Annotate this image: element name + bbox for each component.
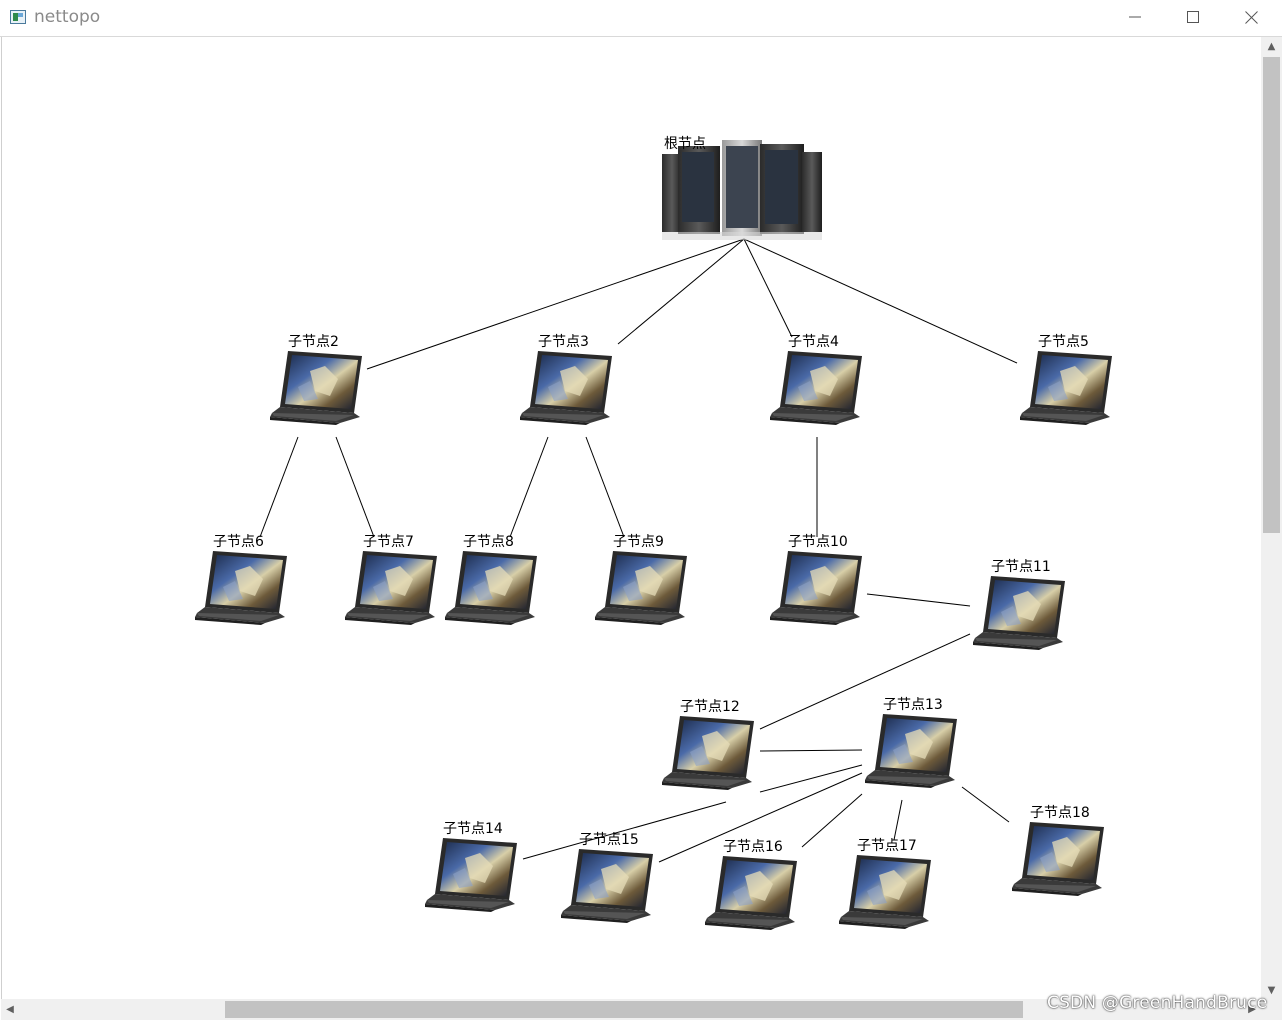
close-icon: [1244, 10, 1258, 24]
node-n5[interactable]: 子节点5: [1020, 334, 1112, 425]
edge-root-n2: [366, 238, 745, 370]
node-n7[interactable]: 子节点7: [345, 534, 437, 625]
node-n3[interactable]: 子节点3: [520, 334, 612, 425]
edge-root-n3: [617, 238, 745, 345]
node-label: 子节点17: [857, 838, 917, 854]
node-n15[interactable]: 子节点15: [561, 832, 653, 923]
edge-n2-n6: [259, 436, 299, 538]
node-label: 子节点9: [613, 534, 664, 550]
node-label: 子节点13: [883, 697, 943, 713]
scroll-right-arrow-icon[interactable]: ▶: [1248, 1004, 1256, 1015]
laptop-icon: [561, 849, 653, 923]
horizontal-scroll-thumb[interactable]: [225, 1001, 1023, 1018]
node-n13[interactable]: 子节点13: [865, 697, 957, 788]
node-n8[interactable]: 子节点8: [445, 534, 537, 625]
node-label: 子节点18: [1030, 805, 1090, 821]
laptop-icon: [345, 551, 437, 625]
edge-n13-n14: [522, 801, 727, 860]
laptop-icon: [865, 714, 957, 788]
edge-n12-n13: [759, 749, 863, 752]
node-label: 子节点3: [538, 334, 589, 350]
node-n16[interactable]: 子节点16: [705, 839, 797, 930]
edge-n13-n15: [658, 772, 863, 863]
laptop-icon: [425, 838, 517, 912]
edge-n13-n16: [801, 793, 863, 848]
node-label: 子节点4: [788, 334, 839, 350]
laptop-icon: [770, 551, 862, 625]
node-label: 子节点7: [363, 534, 414, 550]
app-icon: [10, 10, 26, 24]
edge-n11-n12: [759, 633, 971, 730]
scroll-left-arrow-icon[interactable]: ◀: [6, 1004, 14, 1015]
edge-segment-0: [759, 764, 863, 793]
edge-root-n4: [743, 238, 793, 338]
node-n17[interactable]: 子节点17: [839, 838, 931, 929]
maximize-icon: [1187, 11, 1199, 23]
vertical-scroll-thumb[interactable]: [1263, 57, 1280, 533]
laptop-icon: [195, 551, 287, 625]
edge-n2-n7: [335, 436, 375, 538]
edge-n10-n11: [866, 593, 971, 607]
laptop-icon: [662, 716, 754, 790]
laptop-icon: [270, 351, 362, 425]
node-label: 子节点16: [723, 839, 783, 855]
minimize-button[interactable]: [1106, 0, 1164, 34]
node-label: 子节点5: [1038, 334, 1089, 350]
watermark: CSDN @GreenHandBruce: [1047, 993, 1268, 1013]
node-n9[interactable]: 子节点9: [595, 534, 687, 625]
node-label: 根节点: [664, 136, 706, 152]
node-n14[interactable]: 子节点14: [425, 821, 517, 912]
node-n11[interactable]: 子节点11: [973, 559, 1065, 650]
maximize-button[interactable]: [1164, 0, 1222, 34]
scroll-down-arrow-icon[interactable]: ▼: [1267, 984, 1276, 996]
laptop-icon: [770, 351, 862, 425]
minimize-icon: [1129, 16, 1141, 18]
node-label: 子节点15: [579, 832, 639, 848]
close-button[interactable]: [1222, 0, 1280, 34]
node-n12[interactable]: 子节点12: [662, 699, 754, 790]
node-label: 子节点10: [788, 534, 848, 550]
laptop-icon: [595, 551, 687, 625]
laptop-icon: [705, 856, 797, 930]
laptop-icon: [1020, 351, 1112, 425]
laptop-icon: [1012, 822, 1104, 896]
node-n18[interactable]: 子节点18: [1012, 805, 1104, 896]
node-label: 子节点6: [213, 534, 264, 550]
node-n4[interactable]: 子节点4: [770, 334, 862, 425]
edge-root-n5: [743, 238, 1018, 364]
edge-n13-n17: [893, 799, 903, 841]
edge-n3-n8: [509, 436, 549, 538]
node-n2[interactable]: 子节点2: [270, 334, 362, 425]
node-label: 子节点14: [443, 821, 503, 837]
scroll-corner: [1261, 999, 1282, 1020]
vertical-scrollbar[interactable]: ▲ ▼: [1261, 37, 1282, 999]
title-bar: nettopo: [0, 0, 1282, 37]
edge-n3-n9: [585, 436, 625, 538]
laptop-icon: [973, 576, 1065, 650]
node-label: 子节点12: [680, 699, 740, 715]
laptop-icon: [839, 855, 931, 929]
server-icon: [662, 140, 822, 240]
laptop-icon: [445, 551, 537, 625]
laptop-icon: [520, 351, 612, 425]
node-n10[interactable]: 子节点10: [770, 534, 862, 625]
node-root[interactable]: 根节点: [662, 136, 822, 240]
edge-n13-n18: [961, 786, 1010, 823]
node-n6[interactable]: 子节点6: [195, 534, 287, 625]
horizontal-scrollbar[interactable]: ◀ ▶: [1, 999, 1261, 1020]
window-title: nettopo: [34, 7, 101, 27]
edges-layer: [259, 238, 1018, 863]
node-label: 子节点11: [991, 559, 1051, 575]
node-label: 子节点2: [288, 334, 339, 350]
topology-canvas[interactable]: 根节点子节点2 子节点3 子节点4 子节点5 子节点6 子节点7 子节点8 子节点9 子节点10…: [1, 37, 1262, 999]
node-label: 子节点8: [463, 534, 514, 550]
scroll-up-arrow-icon[interactable]: ▲: [1267, 40, 1276, 52]
